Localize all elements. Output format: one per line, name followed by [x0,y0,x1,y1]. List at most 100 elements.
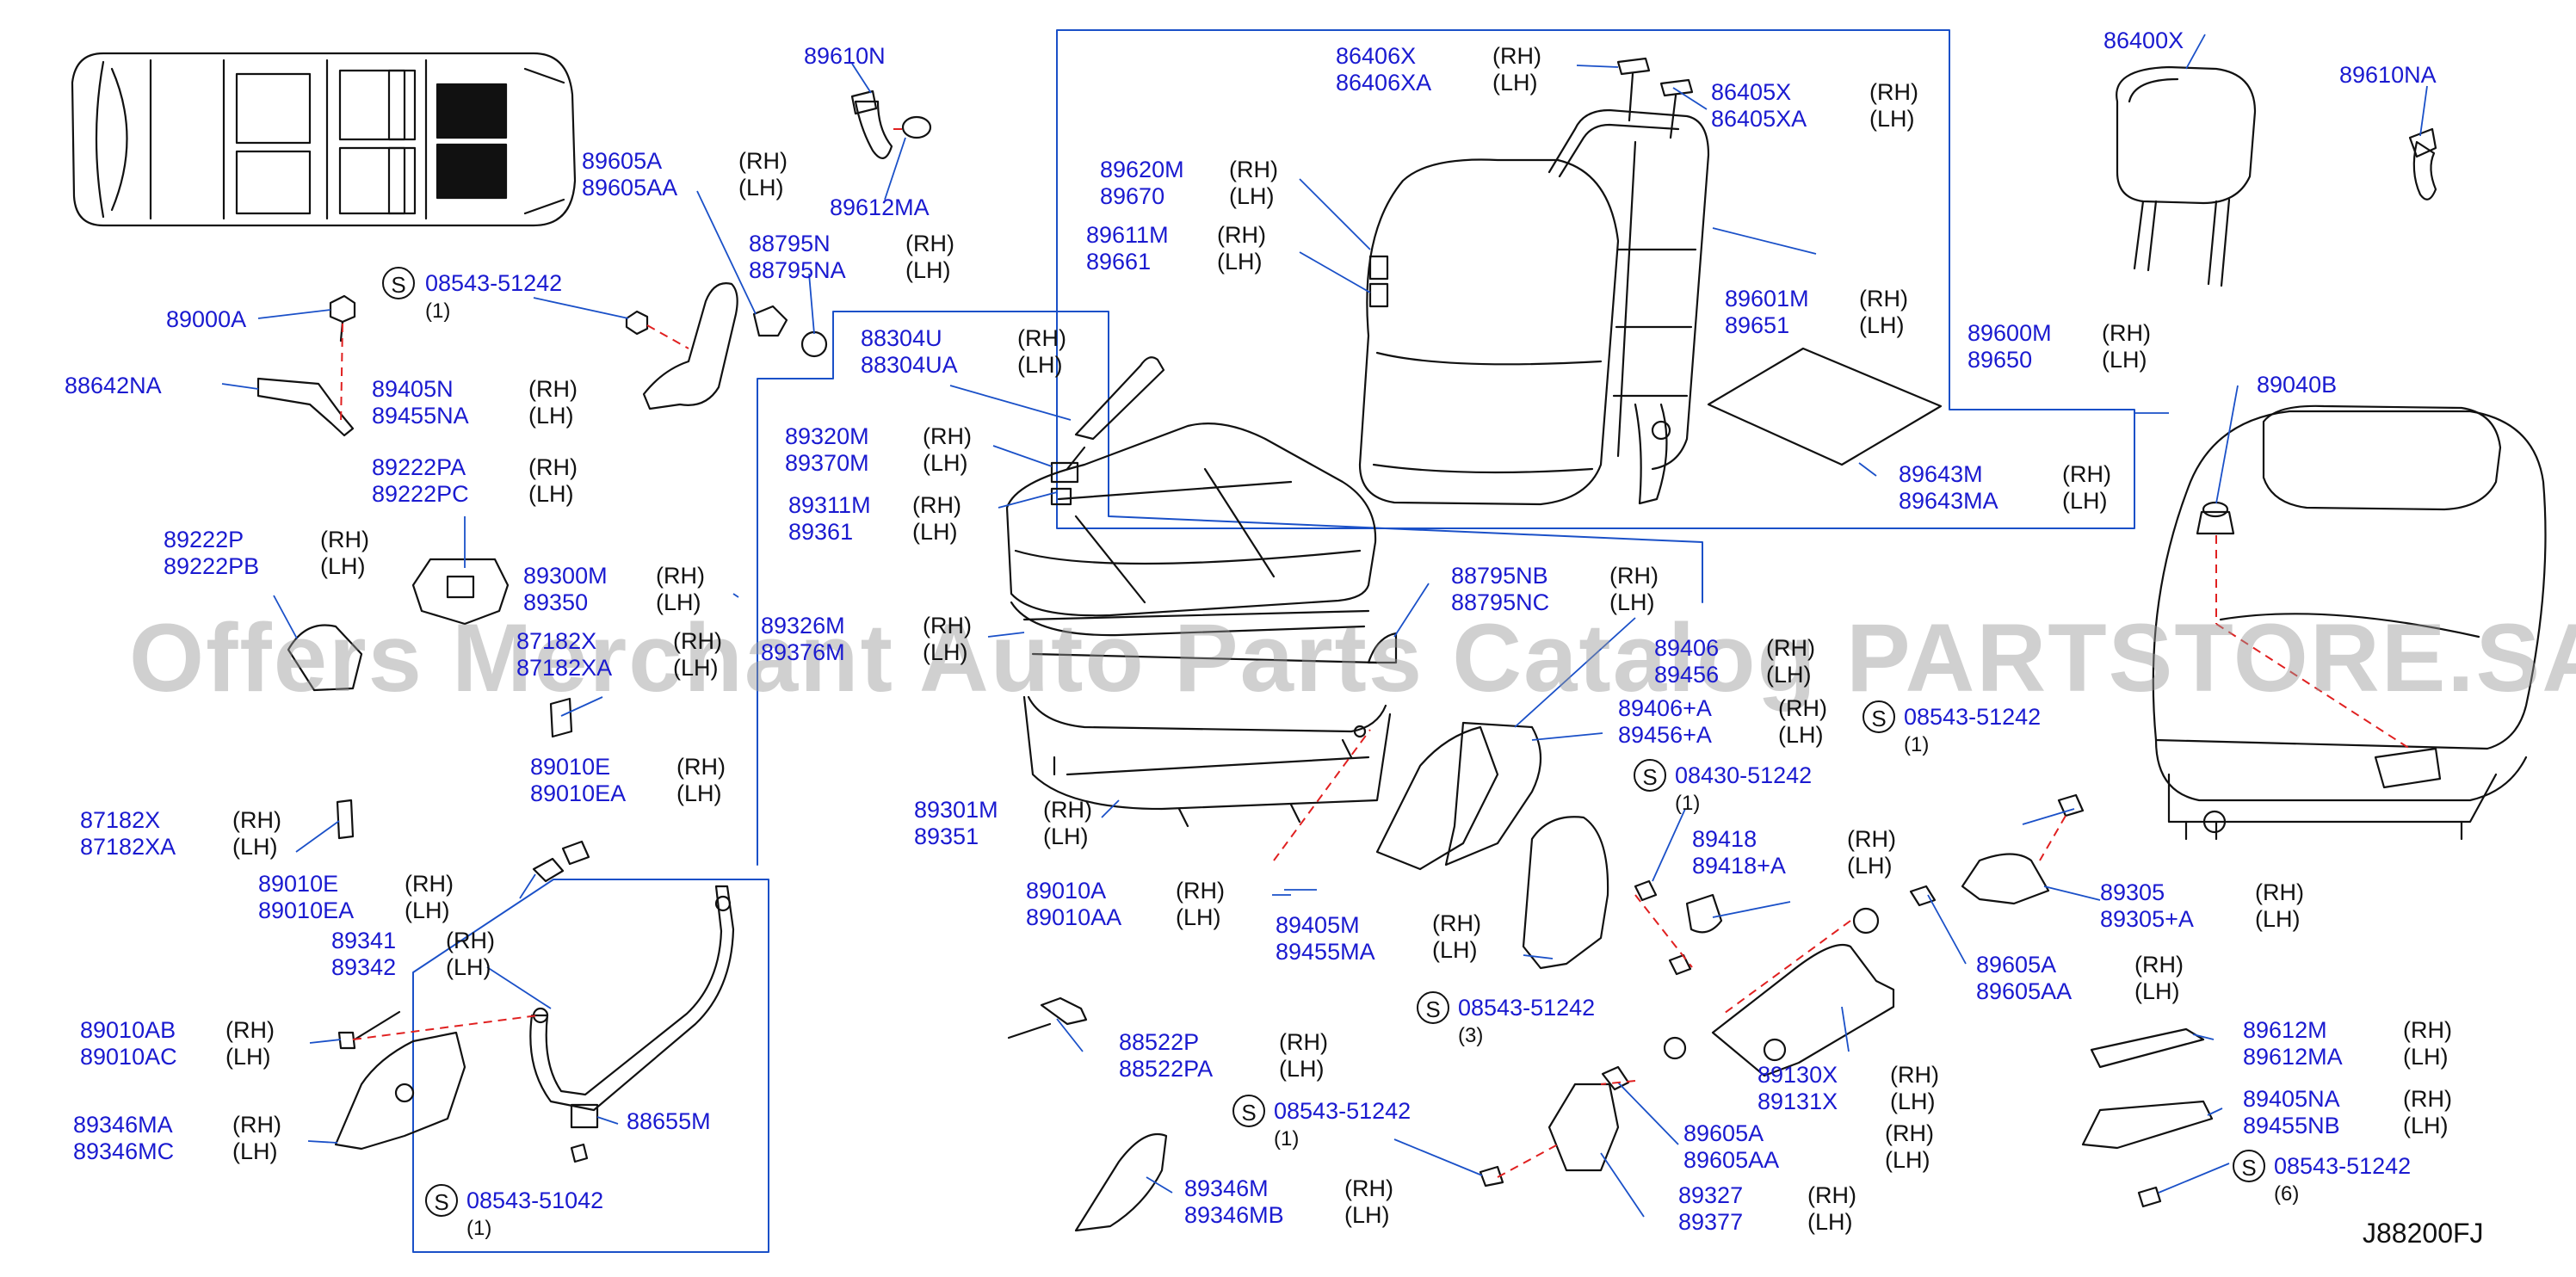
part-label[interactable]: 89612M 89612MA [2243,1017,2343,1070]
part-label[interactable]: 89010E 89010EA [530,754,627,806]
bolt-spec-code[interactable]: 08543-51242 [2274,1153,2412,1179]
part-label[interactable]: 89130X 89131X [1757,1062,1838,1114]
part-label[interactable]: 89610NA [2339,62,2437,88]
bolt-spec-code[interactable]: 08543-51242 [1274,1098,1412,1124]
side-label: (RH) (LH) [2403,1017,2452,1070]
part-label[interactable]: 89301M 89351 [914,797,998,849]
part-label[interactable]: 89405NA 89455NB [2243,1086,2340,1138]
side-label: (RH) (LH) [1176,878,1225,930]
side-label: (RH) (LH) [1017,325,1066,378]
part-label[interactable]: 89327 89377 [1678,1182,1744,1235]
s-badge-icon: S [425,1184,458,1217]
side-label: (RH) (LH) [905,231,954,283]
part-label[interactable]: 89405M 89455MA [1276,912,1375,965]
part-label[interactable]: 88642NA [65,373,162,398]
part-label[interactable]: 89620M 89670 [1100,157,1184,209]
part-label[interactable]: 87182X 87182XA [516,628,613,681]
bolt-quantity: (6) [2274,1182,2300,1206]
part-label[interactable]: 89601M 89651 [1725,286,1809,338]
side-label: (RH) (LH) [2062,461,2111,514]
part-label[interactable]: 89346M 89346MB [1184,1175,1284,1228]
part-label[interactable]: 88795N 88795NA [749,231,846,283]
side-label: (RH) (LH) [528,376,578,429]
side-label: (RH) (LH) [1885,1120,1934,1173]
side-label: (RH) (LH) [1279,1029,1328,1082]
part-label[interactable]: 89010E 89010EA [258,871,355,923]
s-badge-icon: S [1634,759,1666,792]
part-label[interactable]: 89643M 89643MA [1899,461,1998,514]
s-badge-icon: S [2233,1150,2265,1182]
bolt-spec-code[interactable]: 08543-51242 [1904,704,2042,730]
side-label: (RH) (LH) [923,423,972,476]
part-label[interactable]: 88304U 88304UA [861,325,958,378]
part-label[interactable]: 89600M 89650 [1968,320,2052,373]
part-label[interactable]: 89611M 89661 [1086,222,1169,275]
side-label: (RH) (LH) [1432,910,1481,963]
side-label: (RH) (LH) [1609,563,1659,615]
bolt-quantity: (1) [1274,1127,1300,1151]
part-label[interactable]: 86405X 86405XA [1711,79,1807,132]
side-label: (RH) (LH) [1869,79,1918,132]
part-label[interactable]: 89605A 89605AA [582,148,678,200]
part-label[interactable]: 89010A 89010AA [1026,878,1122,930]
side-label: (RH) (LH) [912,492,961,545]
bolt-spec-code[interactable]: 08430-51242 [1675,762,1813,788]
side-label: (RH) (LH) [676,754,726,806]
side-label: (RH) (LH) [320,527,369,579]
part-label[interactable]: 89612MA [830,194,930,220]
side-label: (RH) (LH) [446,928,495,980]
part-label[interactable]: 89405N 89455NA [372,376,469,429]
part-label[interactable]: 89222PA 89222PC [372,454,469,507]
part-label[interactable]: 89341 89342 [331,928,397,980]
watermark: Offers Merchant Auto Parts Catalog PARTS… [129,604,2576,712]
bolt-spec-code[interactable]: 08543-51042 [466,1188,604,1213]
part-label[interactable]: 89610N [804,43,886,69]
side-label: (RH) (LH) [738,148,788,200]
part-label[interactable]: 88655M [627,1108,711,1134]
part-label[interactable]: 89406+A 89456+A [1618,695,1712,748]
part-label[interactable]: 89010AB 89010AC [80,1017,177,1070]
part-label[interactable]: 89300M 89350 [523,563,608,615]
side-label: (RH) (LH) [1492,43,1541,96]
bolt-spec-code[interactable]: 08543-51242 [1458,995,1596,1021]
part-label[interactable]: 86400X [2103,28,2184,53]
side-label: (RH) (LH) [656,563,705,615]
part-label[interactable]: 88522P 88522PA [1119,1029,1214,1082]
part-label[interactable]: 89406 89456 [1654,635,1720,688]
part-label[interactable]: 89320M 89370M [785,423,869,476]
part-label[interactable]: 89222P 89222PB [164,527,260,579]
part-label[interactable]: 89040B [2257,372,2338,398]
part-label[interactable]: 89605A 89605AA [1683,1120,1780,1173]
part-label[interactable]: 89305 89305+A [2100,879,2194,932]
part-label[interactable]: 88795NB 88795NC [1451,563,1550,615]
side-label: (RH) (LH) [923,613,972,665]
bolt-spec-code[interactable]: 08543-51242 [425,270,563,296]
seatback-icon [1358,108,1710,506]
part-label[interactable]: 89605A 89605AA [1976,952,2073,1004]
side-label: (RH) (LH) [405,871,454,923]
side-label: (RH) (LH) [1847,826,1896,879]
side-label: (RH) (LH) [1043,797,1092,849]
bolt-quantity: (3) [1458,1024,1484,1047]
s-badge-icon: S [382,267,415,299]
side-label: (RH) (LH) [2102,320,2151,373]
side-label: (RH) (LH) [1217,222,1266,275]
side-label: (RH) (LH) [1807,1182,1856,1235]
side-label: (RH) (LH) [1778,695,1827,748]
part-label[interactable]: 89326M 89376M [761,613,845,665]
side-label: (RH) (LH) [673,628,722,681]
part-label[interactable]: 86406X 86406XA [1336,43,1432,96]
part-label[interactable]: 89311M 89361 [788,492,871,545]
part-label[interactable]: 89418 89418+A [1692,826,1786,879]
s-badge-icon: S [1417,991,1449,1024]
diagram-id: J88200FJ [2363,1218,2484,1249]
side-label: (RH) (LH) [232,1112,281,1164]
part-label[interactable]: 89346MA 89346MC [73,1112,175,1164]
part-label[interactable]: 89000A [166,306,247,332]
complete-seat-icon [2152,404,2547,841]
side-label: (RH) (LH) [232,807,281,860]
part-label[interactable]: 87182X 87182XA [80,807,176,860]
side-label: (RH) (LH) [2255,879,2304,932]
